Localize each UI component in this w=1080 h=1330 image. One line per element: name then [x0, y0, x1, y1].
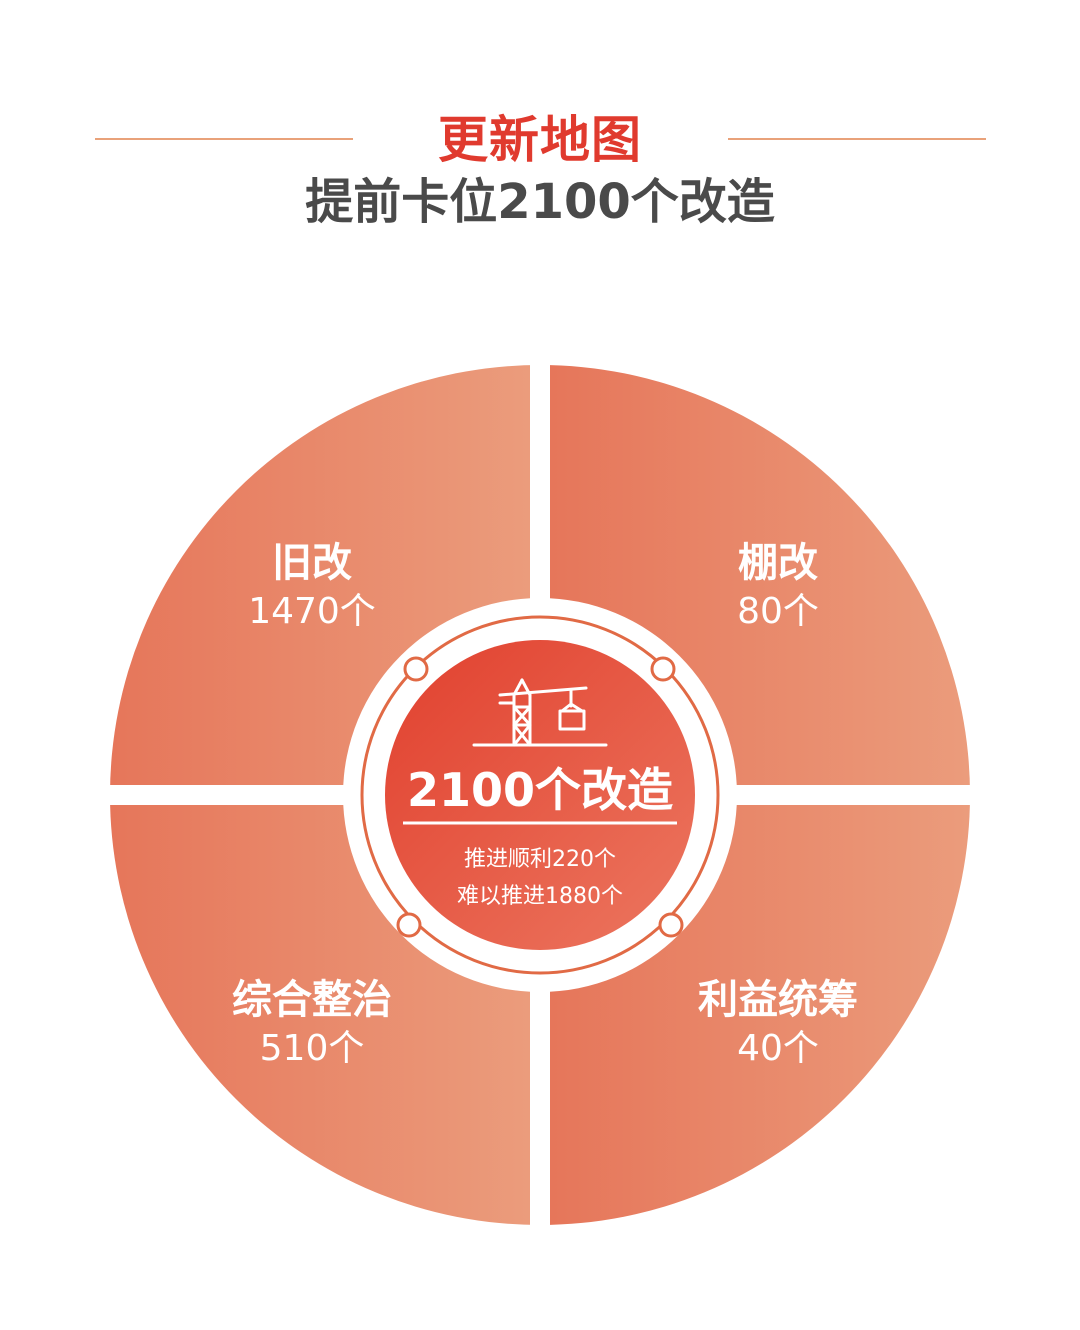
section-kicker: 更新地图: [438, 111, 642, 169]
center-title: 2100个改造: [406, 763, 674, 817]
quadrant-label-jiugai: 旧改 1470个: [162, 538, 462, 636]
quadrant-count: 1470个: [248, 591, 376, 632]
quadrant-name: 利益统筹: [698, 977, 858, 1023]
right-divider: [728, 138, 986, 140]
quadrant-name: 旧改: [272, 540, 352, 586]
quadrant-name: 棚改: [738, 540, 818, 586]
ring-node: [403, 656, 429, 682]
header: 更新地图 提前卡位2100个改造: [0, 0, 1080, 260]
left-divider: [95, 138, 353, 140]
page-title: 提前卡位2100个改造: [305, 174, 775, 230]
ring-node: [658, 912, 684, 938]
quadrant-label-zonghe: 综合整治 510个: [162, 975, 462, 1073]
quadrant-label-liyi: 利益统筹 40个: [628, 975, 928, 1073]
center-line-1: 推进顺利220个: [464, 847, 616, 872]
center-line-2: 难以推进1880个: [457, 884, 623, 909]
quadrant-label-penggai: 棚改 80个: [628, 538, 928, 636]
quadrant-count: 510个: [259, 1028, 365, 1069]
ring-node: [650, 656, 676, 682]
quadrant-name: 综合整治: [232, 977, 392, 1023]
center-outline-ring: [360, 615, 720, 975]
quadrant-count: 40个: [737, 1028, 819, 1069]
center-disc: [385, 640, 695, 950]
crane-icon: [472, 678, 608, 747]
ring-node: [396, 912, 422, 938]
quadrant-count: 80个: [737, 591, 819, 632]
